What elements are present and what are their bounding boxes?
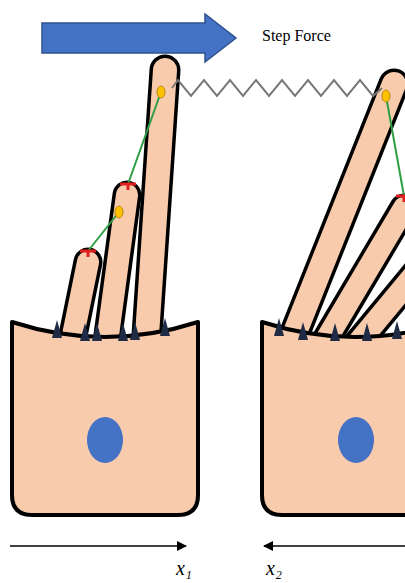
rootlet: [160, 318, 170, 336]
channel-cap: [120, 184, 136, 190]
left-stereocilia: [70, 70, 165, 350]
spring: [172, 80, 382, 96]
stereocilium-outline: [146, 70, 165, 350]
displacement-label: x₁: [176, 557, 192, 580]
nucleus: [338, 417, 374, 463]
rootlet: [130, 322, 140, 340]
channel-cap: [396, 196, 405, 202]
tip-link: [386, 96, 404, 196]
rootlet: [392, 321, 402, 339]
rootlet: [80, 323, 90, 341]
insertion-dot: [115, 206, 123, 218]
stereocilium: [146, 70, 165, 350]
displacement-arrow: [264, 545, 405, 547]
nucleus: [87, 417, 123, 463]
hair-cell-body: [262, 322, 405, 515]
tip-link: [88, 212, 119, 251]
stereocilium: [288, 84, 394, 350]
rootlet: [274, 318, 284, 336]
rootlet: [330, 323, 340, 341]
stereocilium: [106, 195, 127, 350]
displacement-label: x₂: [266, 557, 282, 580]
rootlets: [52, 318, 402, 341]
force-arrow: [42, 14, 236, 62]
rootlet: [118, 323, 128, 341]
hair-cell-body: [12, 322, 198, 515]
rootlet: [298, 322, 308, 340]
channel-caps: [80, 184, 405, 257]
displacement-arrow: [10, 545, 186, 547]
rootlet: [362, 323, 372, 341]
rootlet: [52, 320, 62, 338]
stereocilium-outline: [288, 84, 394, 350]
insertion-dot: [157, 86, 165, 98]
stereocilium-outline: [106, 195, 127, 350]
tip-link: [128, 92, 161, 184]
tip-links: [88, 92, 404, 251]
insertion-dots: [115, 86, 390, 218]
insertion-dot: [382, 90, 390, 102]
rootlet: [92, 323, 102, 341]
right-stereocilia: [288, 84, 405, 350]
channel-cap: [80, 251, 96, 257]
force-label: Step Force: [262, 27, 331, 45]
